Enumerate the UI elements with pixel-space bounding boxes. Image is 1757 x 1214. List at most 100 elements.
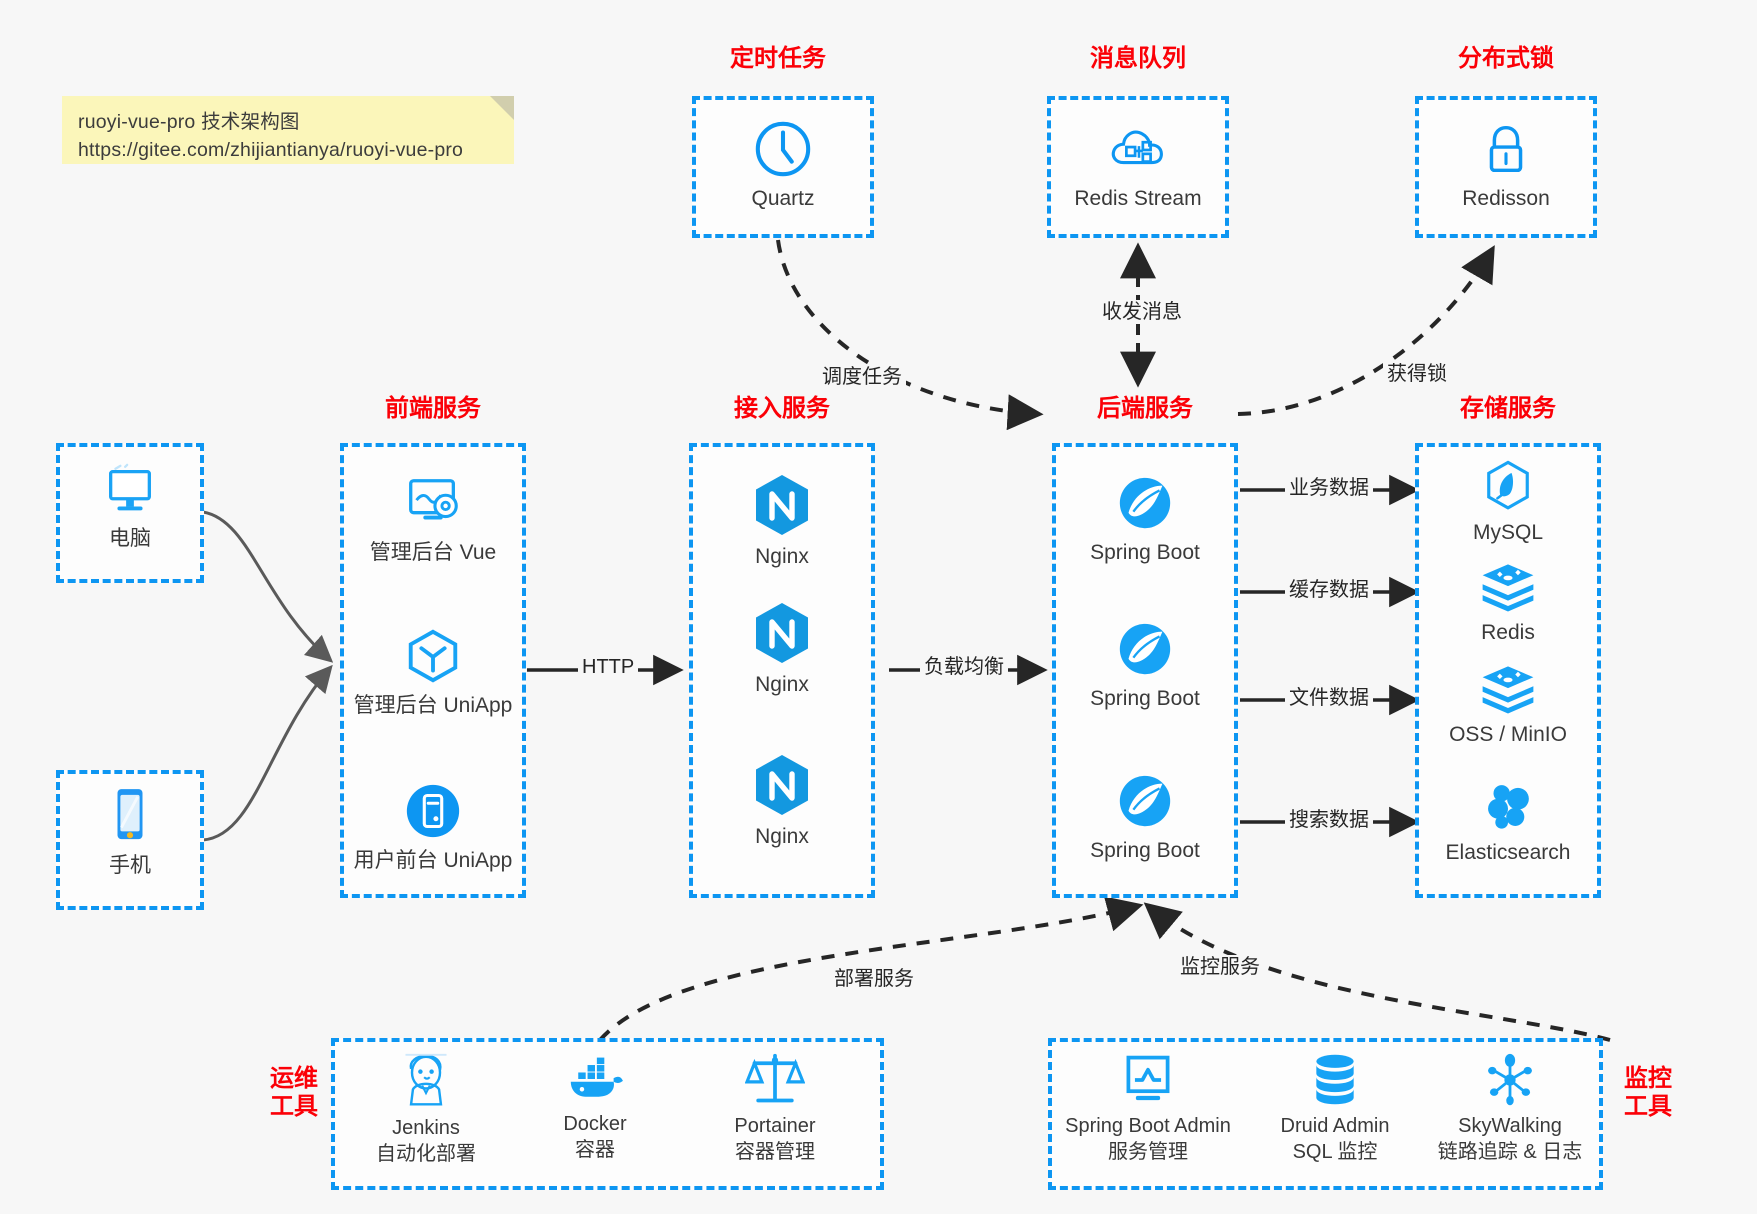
group-title-frontend: 前端服务 xyxy=(385,395,481,422)
node-label: Redis Stream xyxy=(1074,187,1202,210)
node-nginx-3[interactable]: Nginx xyxy=(689,752,875,850)
edge-label-schedule-task: 调度任务 xyxy=(818,365,906,389)
scales-icon xyxy=(745,1053,805,1103)
node-label: Quartz xyxy=(751,187,815,210)
node-label: Docker xyxy=(563,1113,627,1135)
node-label: SkyWalking xyxy=(1458,1115,1562,1137)
node-spring-boot-admin[interactable]: Spring Boot Admin 服务管理 xyxy=(1048,1052,1248,1165)
group-title-scheduler: 定时任务 xyxy=(730,45,826,72)
node-admin-vue[interactable]: 管理后台 Vue xyxy=(340,472,526,566)
app-circle-icon xyxy=(406,784,460,838)
node-label: 管理后台 UniApp xyxy=(353,694,513,717)
node-sublabel: 容器管理 xyxy=(735,1141,815,1163)
node-jenkins[interactable]: Jenkins 自动化部署 xyxy=(341,1052,511,1167)
group-title-lock: 分布式锁 xyxy=(1458,45,1554,72)
edge-backend-to-storage xyxy=(1240,474,1420,838)
node-skywalking[interactable]: SkyWalking 链路追踪 & 日志 xyxy=(1415,1052,1605,1165)
group-title-devops: 运维 工具 xyxy=(258,1065,330,1122)
monitor-gear-icon xyxy=(409,479,458,520)
node-oss-minio[interactable]: OSS / MinIO xyxy=(1415,662,1601,748)
node-redis[interactable]: Redis xyxy=(1415,560,1601,646)
edge-label-monitor-service: 监控服务 xyxy=(1176,955,1264,979)
node-admin-uniapp[interactable]: 管理后台 UniApp xyxy=(340,625,526,719)
edge-label-file-data: 文件数据 xyxy=(1285,686,1373,710)
node-redisson[interactable]: Redisson xyxy=(1415,118,1597,212)
node-pc[interactable]: 电脑 xyxy=(56,462,204,552)
node-elasticsearch[interactable]: Elasticsearch xyxy=(1415,778,1601,866)
spring-icon xyxy=(1119,775,1171,827)
group-title-gateway: 接入服务 xyxy=(734,395,830,422)
node-label: Spring Boot xyxy=(1090,839,1200,862)
nginx-icon xyxy=(756,603,808,663)
cube-icon xyxy=(408,629,458,683)
node-user-uniapp[interactable]: 用户前台 UniApp xyxy=(340,780,526,874)
node-label: Spring Boot Admin xyxy=(1065,1115,1231,1137)
elasticsearch-icon xyxy=(1488,785,1529,829)
node-mysql[interactable]: MySQL xyxy=(1415,458,1601,546)
node-label: Spring Boot xyxy=(1090,687,1200,710)
edge-label-load-balance: 负载均衡 xyxy=(920,655,1008,679)
group-title-monitor: 监控 工具 xyxy=(1612,1065,1684,1122)
redis-icon xyxy=(1482,666,1534,714)
node-nginx-2[interactable]: Nginx xyxy=(689,600,875,698)
group-title-backend: 后端服务 xyxy=(1097,395,1193,422)
node-label: Portainer xyxy=(734,1115,816,1137)
note-line-1: ruoyi-vue-pro 技术架构图 xyxy=(78,111,300,133)
group-title-monitor-line2: 工具 xyxy=(1624,1093,1672,1121)
node-label: Druid Admin xyxy=(1280,1115,1390,1137)
node-label: Spring Boot xyxy=(1090,541,1200,564)
note-card: ruoyi-vue-pro 技术架构图 https://gitee.com/zh… xyxy=(62,96,514,164)
spring-icon xyxy=(1119,477,1171,529)
nginx-icon xyxy=(756,475,808,535)
jenkins-icon xyxy=(405,1053,447,1106)
node-label: Jenkins xyxy=(392,1117,460,1139)
edge-clients-to-frontend xyxy=(202,510,334,842)
edge-label-deploy-service: 部署服务 xyxy=(830,967,918,991)
node-sublabel: 自动化部署 xyxy=(376,1143,476,1165)
edge-label-cache-data: 缓存数据 xyxy=(1285,578,1373,602)
group-title-devops-line1: 运维 xyxy=(270,1065,318,1092)
node-redis-stream[interactable]: Redis Stream xyxy=(1047,118,1229,212)
group-box-scheduler[interactable] xyxy=(692,96,874,238)
node-druid-admin[interactable]: Druid Admin SQL 监控 xyxy=(1250,1052,1420,1165)
group-title-monitor-line1: 监控 xyxy=(1624,1065,1672,1092)
edge-label-search-data: 搜索数据 xyxy=(1285,808,1373,832)
redis-icon xyxy=(1482,564,1534,612)
node-springboot-2[interactable]: Spring Boot xyxy=(1052,618,1238,712)
group-box-pc[interactable] xyxy=(56,443,204,583)
node-label: Elasticsearch xyxy=(1445,841,1571,864)
node-sublabel: 容器 xyxy=(575,1139,615,1161)
node-springboot-1[interactable]: Spring Boot xyxy=(1052,472,1238,566)
edge-backend-to-lock xyxy=(1237,245,1495,416)
edge-label-get-lock: 获得锁 xyxy=(1383,362,1451,386)
docker-icon xyxy=(570,1057,623,1097)
edge-label-mq-message: 收发消息 xyxy=(1098,300,1186,324)
node-springboot-3[interactable]: Spring Boot xyxy=(1052,770,1238,864)
node-nginx-1[interactable]: Nginx xyxy=(689,472,875,570)
node-label: MySQL xyxy=(1472,521,1543,544)
node-phone[interactable]: 手机 xyxy=(56,785,204,879)
node-docker[interactable]: Docker 容器 xyxy=(510,1052,680,1163)
group-title-devops-line2: 工具 xyxy=(270,1093,318,1121)
chart-monitor-icon xyxy=(1126,1055,1170,1101)
edge-quartz-to-backend xyxy=(776,239,1044,431)
node-label: 电脑 xyxy=(109,527,151,550)
node-label: 管理后台 Vue xyxy=(369,541,497,564)
group-title-storage: 存储服务 xyxy=(1460,395,1556,422)
node-label: Nginx xyxy=(755,673,809,696)
node-portainer[interactable]: Portainer 容器管理 xyxy=(680,1052,870,1165)
mysql-icon xyxy=(1487,460,1529,510)
node-label: Nginx xyxy=(755,825,809,848)
skywalking-icon xyxy=(1488,1053,1532,1106)
node-label: Nginx xyxy=(755,545,809,568)
mobile-icon xyxy=(117,789,143,840)
node-quartz[interactable]: Quartz xyxy=(692,118,874,212)
group-box-mq[interactable] xyxy=(1047,96,1229,238)
edge-label-http: HTTP xyxy=(578,655,639,679)
group-box-lock[interactable] xyxy=(1415,96,1597,238)
note-fold-icon xyxy=(490,96,514,120)
node-label: OSS / MinIO xyxy=(1449,723,1567,746)
nginx-icon xyxy=(756,755,808,815)
node-label: Redis xyxy=(1481,621,1535,644)
